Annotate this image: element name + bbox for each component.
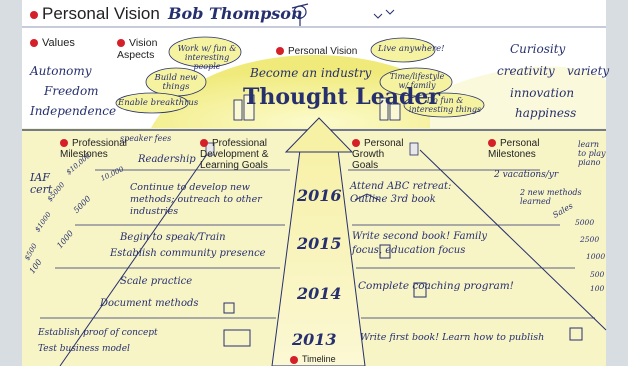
- personal-vision-label: Personal Vision: [276, 46, 357, 57]
- personal-milestone-note: 2 vacations/yr: [494, 170, 559, 180]
- value-item: Autonomy: [30, 64, 92, 78]
- bullet-icon: [276, 47, 284, 56]
- vision-aspect-item: Time/lifestyle w/ family: [389, 72, 445, 90]
- bullet-icon: [200, 139, 208, 148]
- person-doodle-icon: [291, 3, 309, 26]
- development-goal: Continue to develop new methods; outreac…: [130, 182, 262, 217]
- timeline-label: Timeline: [290, 354, 336, 364]
- value-item: happiness: [515, 106, 577, 120]
- year-label: 2016: [297, 186, 342, 205]
- values-heading: Values: [30, 37, 75, 49]
- growth-goal: Attend ABC retreat: Outline 3rd book: [350, 181, 452, 205]
- column-heading: Personal Growth Goals: [352, 138, 404, 171]
- development-goal: Establish proof of concept: [38, 328, 158, 338]
- development-goal: Establish community presence: [110, 248, 266, 259]
- development-goal: Document methods: [100, 298, 199, 309]
- vision-aspect-item: Live anywhere!: [378, 44, 445, 54]
- milestone-note: IAF cert: [30, 171, 53, 196]
- value-item: creativity: [497, 64, 555, 78]
- milestone-note: Readership: [138, 154, 196, 165]
- vision-statement: Become an industry: [250, 66, 372, 80]
- timeline-arrow: [284, 117, 354, 153]
- development-goal: Test business model: [38, 344, 130, 354]
- bullet-icon: [30, 10, 38, 19]
- bullet-icon: [352, 139, 360, 148]
- poster-title: Personal Vision: [30, 4, 160, 24]
- bullet-icon: [488, 139, 496, 148]
- vision-aspect-item: Do fun & interesting things: [408, 96, 482, 114]
- milestone-note: speaker fees: [120, 134, 172, 143]
- sales-axis-label: 500: [590, 270, 605, 279]
- sales-axis-label: 1000: [586, 252, 606, 261]
- column-heading: Professional Development & Learning Goal…: [200, 138, 269, 171]
- value-item: innovation: [510, 86, 575, 100]
- growth-goal: Complete coaching program!: [358, 280, 514, 292]
- vision-aspect-item: Work w/ fun & interesting people: [177, 44, 237, 71]
- sales-axis-label: 100: [590, 284, 605, 293]
- year-label: 2013: [292, 330, 337, 349]
- personal-milestone-note: 2 new methods learned: [520, 188, 582, 206]
- development-goal: Scale practice: [120, 276, 193, 287]
- value-item: Freedom: [44, 84, 99, 98]
- sales-axis-label: 2500: [580, 235, 600, 244]
- growth-goal: Write first book! Learn how to publish: [360, 332, 545, 343]
- value-item: variety: [567, 64, 610, 78]
- column-heading: Professional Milestones: [60, 138, 128, 160]
- vision-aspect-item: Enable breakthrus: [118, 98, 199, 108]
- sales-axis-label: 5000: [575, 218, 595, 227]
- column-heading: Personal Milestones: [488, 138, 540, 160]
- bullet-icon: [60, 139, 68, 148]
- year-label: 2014: [297, 284, 342, 303]
- vision-headline: Thought Leader: [243, 84, 440, 110]
- growth-goal: Write second book! Family focus, educati…: [352, 231, 488, 256]
- author-name: Bob Thompson: [168, 4, 303, 23]
- development-goal: Begin to speak/Train: [120, 232, 226, 243]
- value-item: Independence: [30, 104, 117, 118]
- vision-aspect-item: Build new things: [154, 73, 198, 92]
- personal-milestone-note: learn to play piano: [578, 140, 606, 167]
- bullet-icon: [117, 39, 125, 48]
- bullet-icon: [30, 39, 38, 48]
- value-item: Curiosity: [510, 42, 566, 56]
- vision-aspects-heading: Vision Aspects: [117, 37, 158, 61]
- bullet-icon: [290, 355, 298, 364]
- year-label: 2015: [297, 234, 342, 253]
